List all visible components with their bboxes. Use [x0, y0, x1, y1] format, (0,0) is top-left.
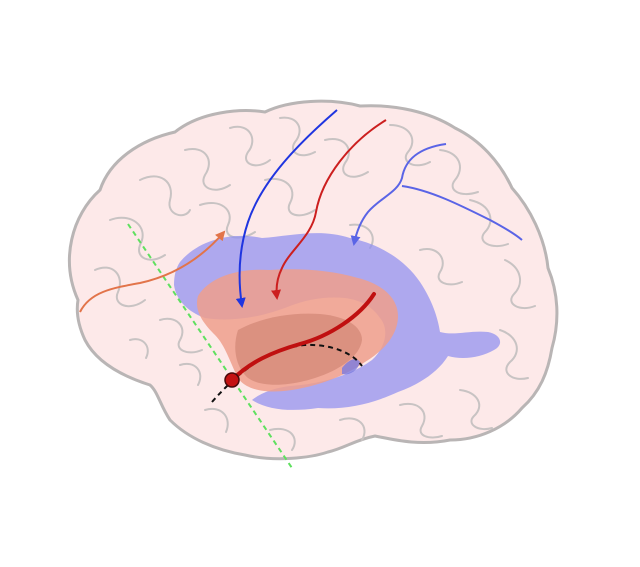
light-blue-branching-arrow — [350, 143, 523, 246]
orange-frontal-arrow — [79, 230, 226, 313]
red-origin-point — [224, 372, 240, 388]
dark-red-curved-path — [230, 292, 376, 382]
green-dashed-guide-line — [127, 223, 293, 469]
blue-descending-arrow — [235, 109, 338, 308]
ventricle-tail — [342, 359, 360, 375]
red-descending-arrow — [271, 119, 387, 300]
black-dashed-curve — [211, 343, 363, 403]
